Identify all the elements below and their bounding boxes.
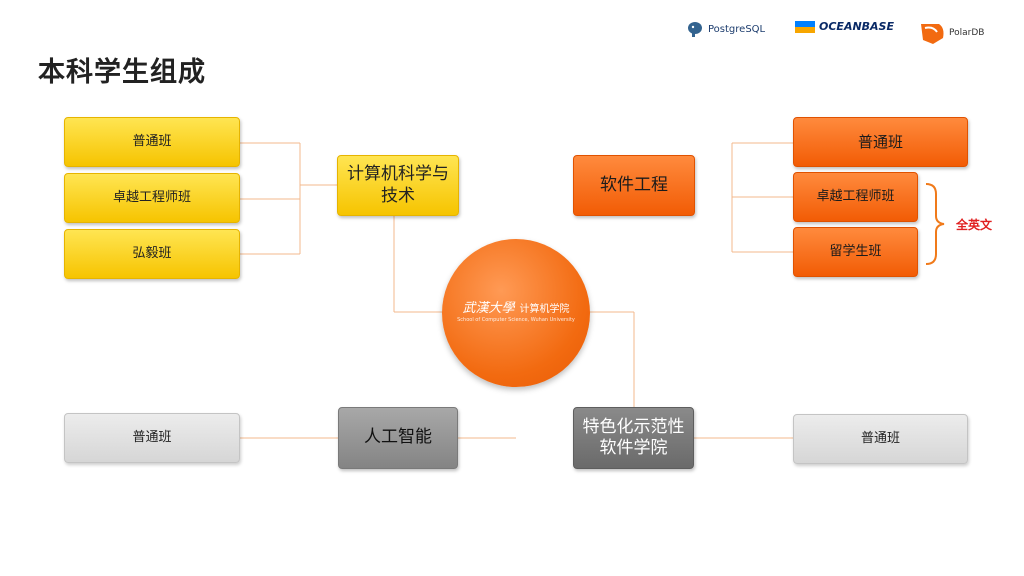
oceanbase-label: OCEANBASE — [819, 20, 894, 33]
major-software-engineering: 软件工程 — [573, 155, 695, 216]
se-class-excellent-engineer: 卓越工程师班 — [793, 172, 918, 222]
postgres-logo: PostgreSQL — [686, 20, 765, 38]
school-center-circle: 武漢大學 计算机学院 School of Computer Science, W… — [442, 239, 590, 387]
cs-class-regular: 普通班 — [64, 117, 240, 167]
major-computer-science: 计算机科学与技术 — [337, 155, 459, 216]
cs-class-hongyi: 弘毅班 — [64, 229, 240, 279]
cs-class-excellent-engineer: 卓越工程师班 — [64, 173, 240, 223]
major-computer-science-label: 计算机科学与技术 — [347, 164, 449, 206]
polardb-icon — [921, 24, 944, 44]
polardb-label: PolarDB — [949, 28, 985, 38]
oceanbase-icon — [795, 20, 815, 33]
postgres-label: PostgreSQL — [708, 23, 766, 35]
se-class-regular: 普通班 — [793, 117, 968, 167]
polardb-logo: PolarDB — [919, 20, 984, 46]
bracket-note: 全英文 — [956, 218, 993, 232]
whu-logo: 武漢大學 计算机学院 School of Computer Science, W… — [442, 297, 590, 323]
page-title: 本科学生组成 — [38, 57, 206, 88]
school-english-name: School of Computer Science, Wuhan Univer… — [457, 317, 575, 323]
oceanbase-logo: OCEANBASE — [795, 20, 894, 33]
sse-class-regular: 普通班 — [793, 414, 968, 464]
major-artificial-intelligence: 人工智能 — [338, 407, 458, 469]
ai-class-regular: 普通班 — [64, 413, 240, 463]
department-name: 计算机学院 — [519, 304, 570, 315]
bracket-shape — [925, 183, 945, 265]
school-name: 武漢大學 — [462, 301, 515, 316]
major-software-school: 特色化示范性 软件学院 — [573, 407, 694, 469]
elephant-icon — [688, 22, 702, 37]
se-class-international: 留学生班 — [793, 227, 918, 277]
